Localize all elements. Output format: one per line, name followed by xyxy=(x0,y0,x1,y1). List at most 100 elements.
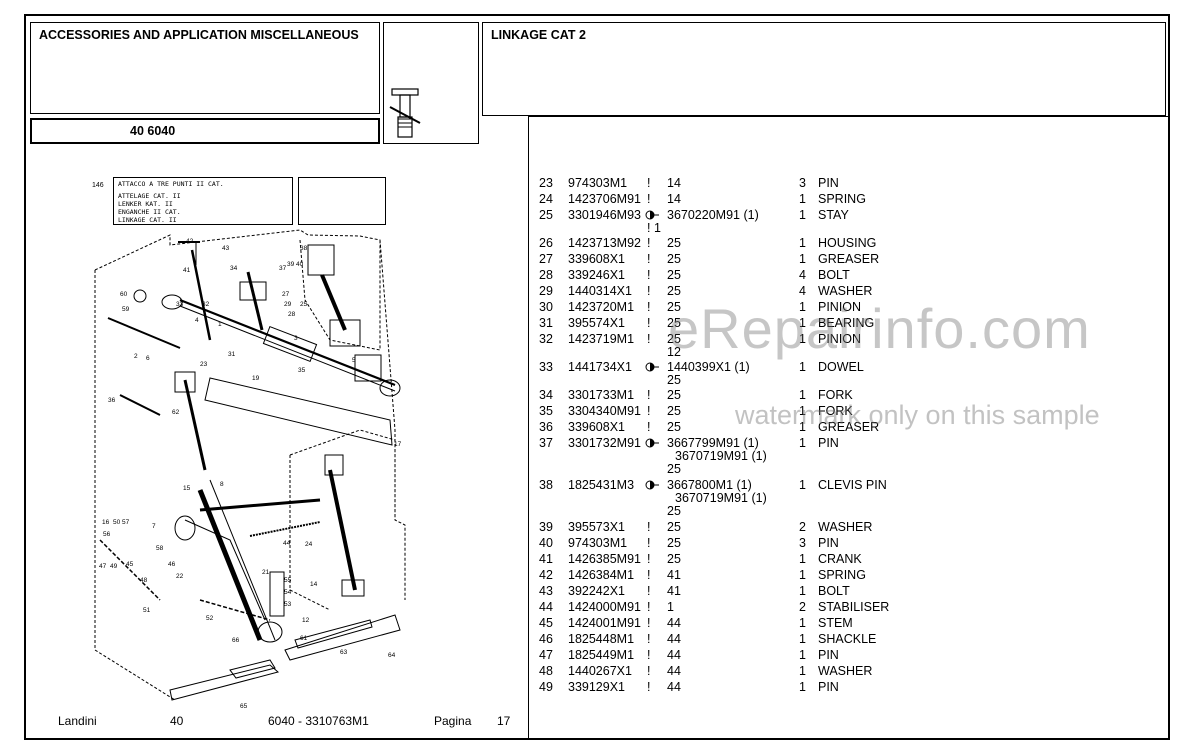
part-quantity: 3 xyxy=(799,536,806,550)
callout: 23 xyxy=(200,361,208,368)
part-code: 1825448M1 xyxy=(568,632,635,646)
part-position: 27 xyxy=(539,252,553,266)
callout: 35 xyxy=(298,367,306,374)
part-quantity: 4 xyxy=(799,268,806,282)
part-mark: ! xyxy=(647,176,651,190)
part-mark: ! xyxy=(647,616,651,630)
part-quantity: 1 xyxy=(799,648,806,662)
callout: 54 xyxy=(284,589,292,596)
part-quantity: 2 xyxy=(799,520,806,534)
part-reference: 44 xyxy=(667,616,681,630)
part-description: BEARING xyxy=(818,316,875,330)
part-code: 1424000M91 xyxy=(568,600,641,614)
part-mark: ! xyxy=(647,192,651,206)
part-mark: ! xyxy=(647,404,651,418)
part-reference: 44 xyxy=(667,664,681,678)
callout: 19 xyxy=(252,375,260,382)
caption-line: LENKER KAT. II xyxy=(118,200,173,208)
part-reference: 1440399X1 (1) xyxy=(667,360,750,374)
part-mark: ! xyxy=(647,332,651,346)
part-position: 31 xyxy=(539,316,553,330)
part-quantity: 1 xyxy=(799,632,806,646)
part-code: 1825449M1 xyxy=(568,648,635,662)
part-quantity: 1 xyxy=(799,616,806,630)
part-reference: 25 xyxy=(667,284,681,298)
part-quantity: 1 xyxy=(799,420,806,434)
group-title: LINKAGE CAT 2 xyxy=(491,28,586,42)
part-reference: 41 xyxy=(667,584,681,598)
part-reference: 41 xyxy=(667,568,681,582)
part-quantity: 1 xyxy=(799,388,806,402)
part-reference: 25 xyxy=(667,300,681,314)
part-description: PINION xyxy=(818,300,862,314)
part-description: SPRING xyxy=(818,192,866,206)
callout: 61 xyxy=(300,635,308,642)
callout: 7 xyxy=(152,523,156,530)
interchange-icon xyxy=(645,210,659,220)
part-reference: 44 xyxy=(667,648,681,662)
part-code: 974303M1 xyxy=(568,176,628,190)
part-quantity: 3 xyxy=(799,176,806,190)
interchange-icon xyxy=(645,438,659,448)
callout: 27 xyxy=(282,291,290,298)
caption-line: ENGANCHE II CAT. xyxy=(118,208,181,216)
part-position: 49 xyxy=(539,680,553,694)
part-quantity: 1 xyxy=(799,552,806,566)
callout: 29 xyxy=(284,301,292,308)
part-description: PIN xyxy=(818,680,839,694)
part-code: 1423719M1 xyxy=(568,332,635,346)
part-mark: ! xyxy=(647,536,651,550)
part-extra-line: 3670719M91 (1) xyxy=(675,491,767,505)
part-quantity: 1 xyxy=(799,436,806,450)
callout: 39 xyxy=(287,261,295,268)
callout: 32 xyxy=(202,301,210,308)
callout: 2 xyxy=(134,353,138,360)
callout: 48 xyxy=(140,577,148,584)
part-code: 339608X1 xyxy=(568,252,626,266)
part-position: 47 xyxy=(539,648,553,662)
part-position: 41 xyxy=(539,552,553,566)
caption-line: ATTACCO A TRE PUNTI II CAT. xyxy=(118,180,224,188)
callout: 6 xyxy=(146,355,150,362)
part-code: 1423713M92 xyxy=(568,236,641,250)
callout: 52 xyxy=(206,615,214,622)
part-position: 29 xyxy=(539,284,553,298)
part-position: 36 xyxy=(539,420,553,434)
callout: 16 xyxy=(102,519,110,526)
part-description: PIN xyxy=(818,176,839,190)
callout: 21 xyxy=(262,569,270,576)
part-code: 339608X1 xyxy=(568,420,626,434)
callout: 24 xyxy=(305,541,313,548)
part-code: 3304340M91 xyxy=(568,404,641,418)
part-mark: ! xyxy=(647,648,651,662)
part-description: DOWEL xyxy=(818,360,864,374)
part-code: 395574X1 xyxy=(568,316,626,330)
part-quantity: 1 xyxy=(799,360,806,374)
part-description: FORK xyxy=(818,404,853,418)
part-code: 3301946M93 xyxy=(568,208,641,222)
part-quantity: 4 xyxy=(799,284,806,298)
caption-line: ATTELAGE CAT. II xyxy=(118,192,181,200)
part-code: 3301733M1 xyxy=(568,388,635,402)
part-quantity: 1 xyxy=(799,300,806,314)
part-description: SPRING xyxy=(818,568,866,582)
part-reference: 25 xyxy=(667,268,681,282)
part-code: 339246X1 xyxy=(568,268,626,282)
linkage-icon xyxy=(389,88,421,138)
part-description: PIN xyxy=(818,436,839,450)
part-mark: ! xyxy=(647,664,651,678)
callout: 59 xyxy=(122,306,130,313)
part-position: 42 xyxy=(539,568,553,582)
part-position: 48 xyxy=(539,664,553,678)
part-description: STABILISER xyxy=(818,600,890,614)
